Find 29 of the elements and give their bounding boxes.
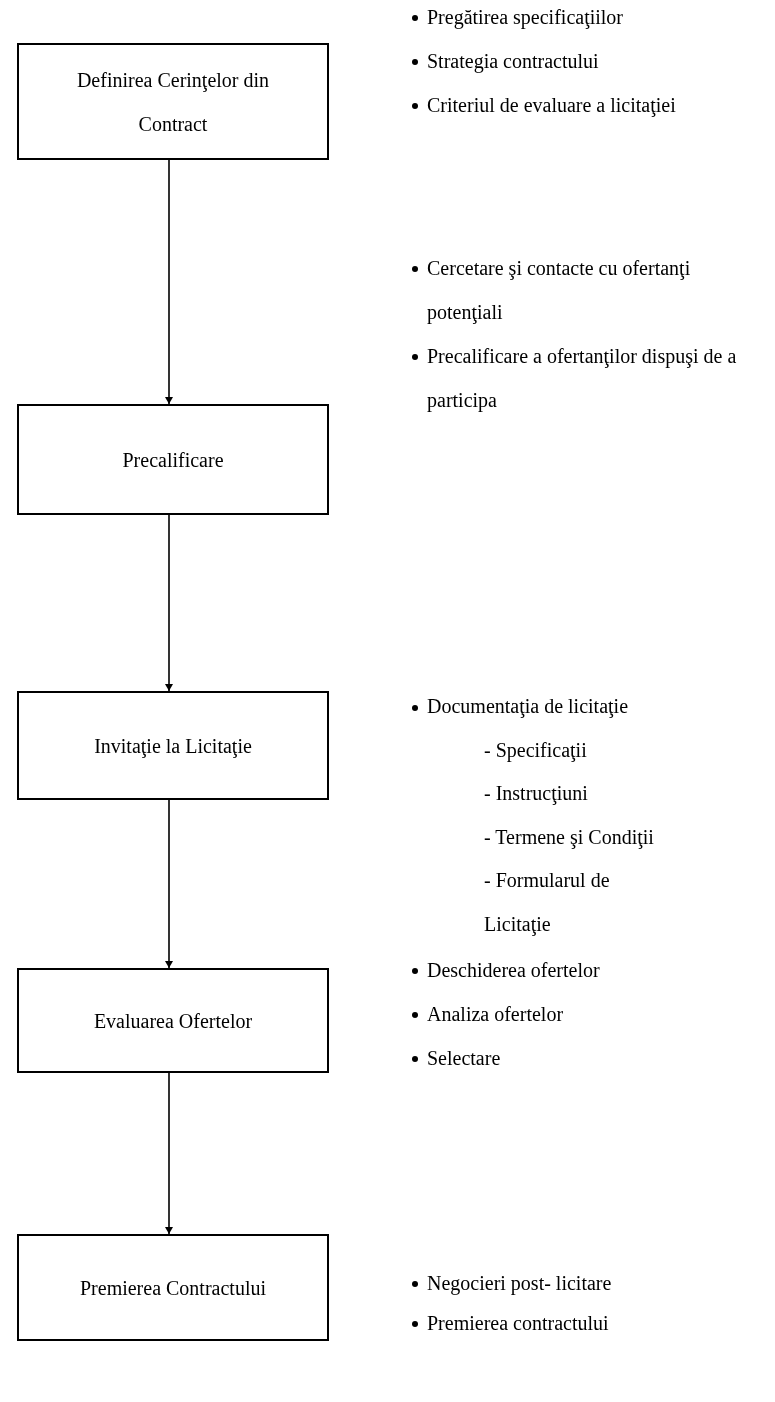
bullet-text: Criteriul de evaluare a licitaţiei (427, 93, 676, 119)
arrow (165, 159, 173, 405)
sub-item-text: - Instrucţiuni (484, 781, 588, 807)
arrow (165, 514, 173, 692)
bullet-text: Analiza ofertelor (427, 1002, 564, 1027)
box-label: Precalificare (122, 447, 224, 473)
box-label: Invitaţie la Licitaţie (94, 733, 252, 760)
bullet-text: Pregătirea specificaţiilor (427, 5, 623, 31)
box-label: Definirea Cerinţelor din Contract (75, 67, 271, 137)
bullet-text: Negocieri post- licitare (427, 1271, 612, 1297)
process-box (17, 968, 329, 1073)
sub-item-text: - Termene şi Condiţii (484, 824, 654, 851)
sub-item-text: - Formularul de Licitaţie (484, 868, 611, 938)
sub-item-text: - Specificaţii (484, 737, 587, 764)
arrow (165, 799, 173, 969)
bullet-text: Deschiderea ofertelor (427, 958, 600, 983)
process-box (17, 404, 329, 515)
box-label: Evaluarea Ofertelor (93, 1008, 253, 1034)
process-box (17, 691, 329, 800)
bullet-text: Precalificare a ofertanţilor dispuşi de a participa (427, 344, 738, 414)
bullet-text: Strategia contractului (427, 49, 599, 75)
arrow (165, 1072, 173, 1235)
bullet-text: Premierea contractului (427, 1311, 609, 1336)
process-box (17, 43, 329, 160)
bullet-text: Cercetare şi contacte cu ofertanţi potenţiali (427, 256, 692, 326)
box-label: Premierea Contractului (79, 1275, 266, 1301)
process-box (17, 1234, 329, 1341)
bullet-text: Documentaţia de licitaţie (427, 694, 629, 720)
bullet-text: Selectare (427, 1046, 501, 1071)
